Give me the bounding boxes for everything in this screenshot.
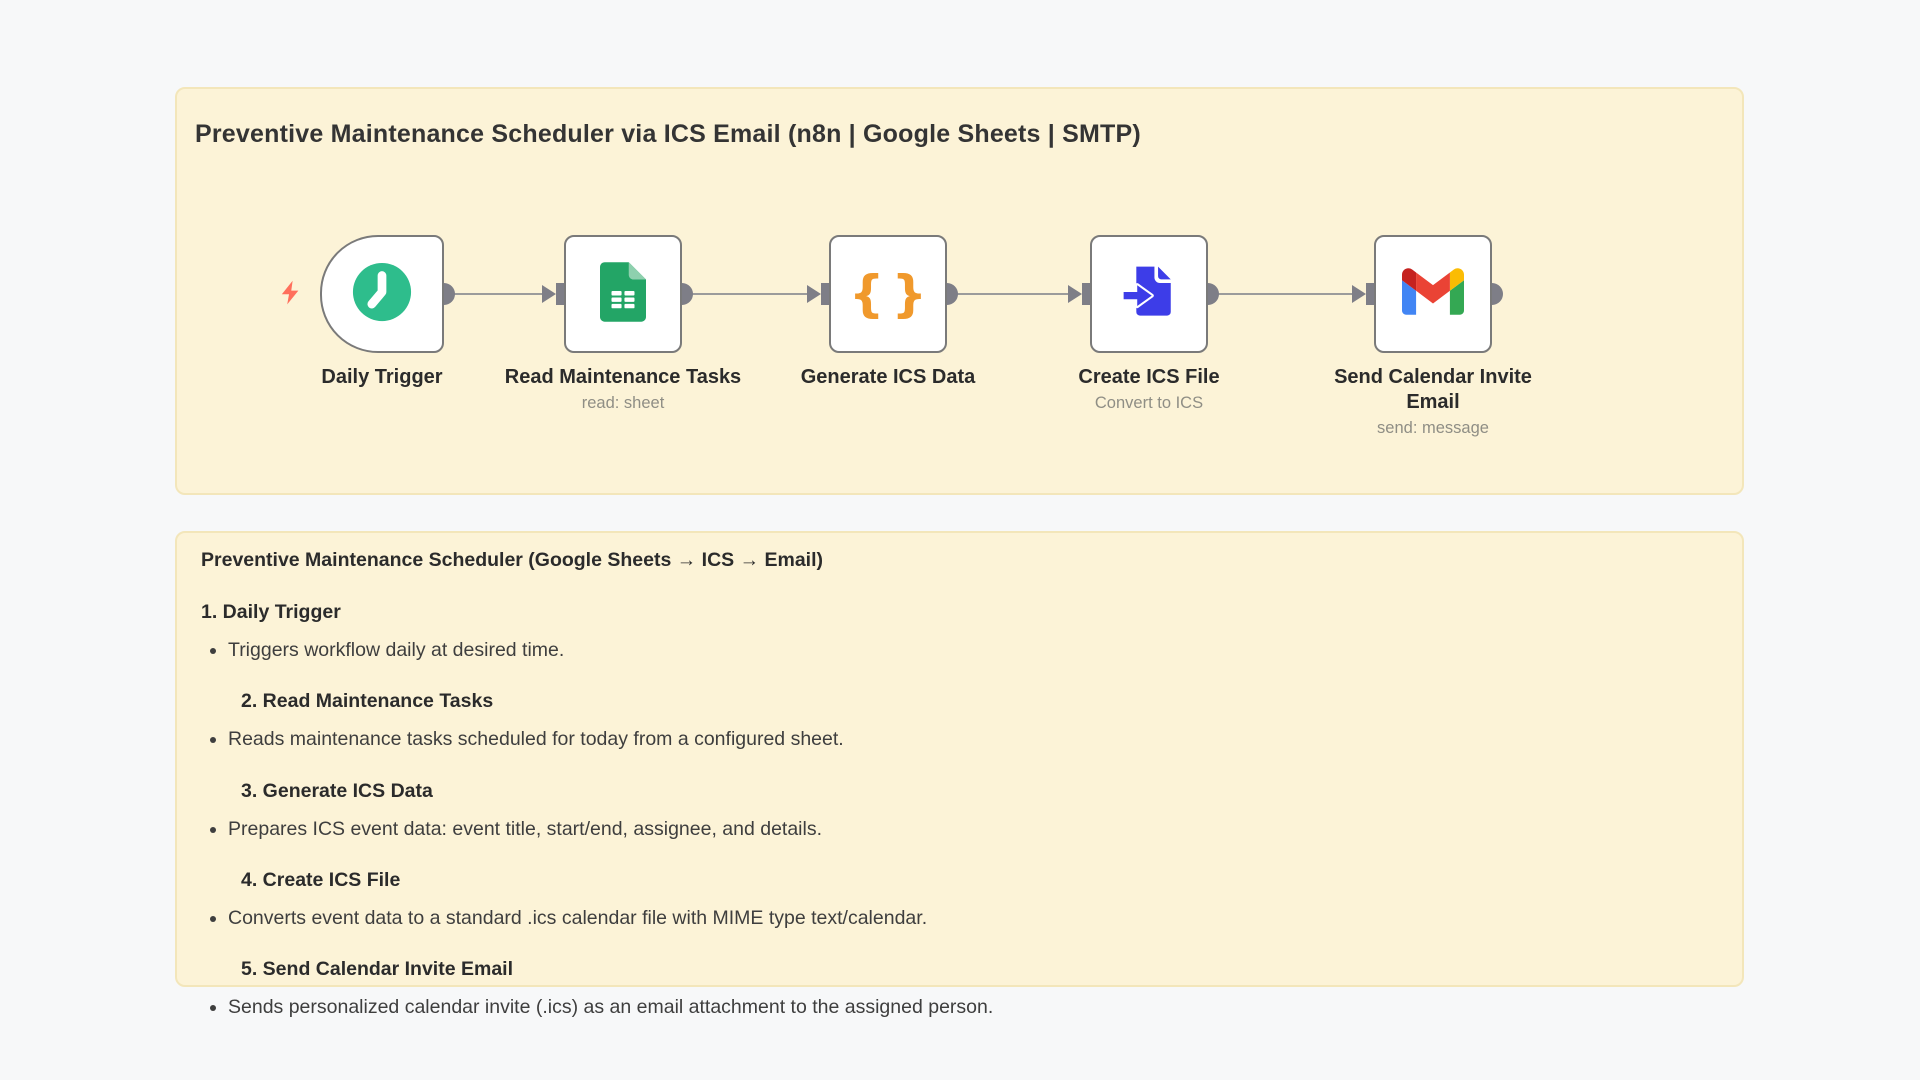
node-box-create-ics-file[interactable] [1090, 235, 1208, 353]
node-sublabel: send: message [1377, 419, 1489, 437]
input-arrow-icon [1068, 285, 1082, 303]
section-heading-4: 4. Create ICS File [241, 869, 401, 892]
node-box-send-calendar-invite-email[interactable] [1374, 235, 1492, 353]
description-title: Preventive Maintenance Scheduler (Google… [201, 549, 824, 571]
input-port [1366, 283, 1374, 305]
gmail-icon [1402, 268, 1464, 320]
bullet-item: Sends personalized calendar invite (.ics… [228, 995, 1718, 1020]
node-label: Create ICS File [1078, 366, 1220, 388]
section-list-4: Converts event data to a standard .ics c… [201, 906, 1718, 931]
section-list-1: Triggers workflow daily at desired time. [201, 638, 1718, 663]
node-generate-ics-data: {} Generate ICS Data [763, 235, 1013, 390]
section-heading-2: 2. Read Maintenance Tasks [241, 690, 494, 713]
input-port [821, 283, 829, 305]
connection-line [947, 292, 1068, 295]
input-arrow-icon [1352, 285, 1366, 303]
node-create-ics-file: Create ICS File Convert to ICS [1024, 235, 1274, 413]
section-list-2: Reads maintenance tasks scheduled for to… [201, 727, 1718, 752]
section-list-5: Sends personalized calendar invite (.ics… [201, 995, 1718, 1020]
section-heading-5: 5. Send Calendar Invite Email [241, 958, 514, 981]
workflow-title: Preventive Maintenance Scheduler via ICS… [195, 119, 1141, 148]
input-arrow-icon [542, 285, 556, 303]
node-box-read-maintenance-tasks[interactable] [564, 235, 682, 353]
node-sublabel: read: sheet [581, 394, 665, 412]
section-heading-1: 1. Daily Trigger [201, 601, 341, 623]
node-box-generate-ics-data[interactable]: {} [829, 235, 947, 353]
input-port [556, 283, 564, 305]
node-sublabel: Convert to ICS [1094, 394, 1204, 412]
node-label: Send Calendar Invite Email [1334, 366, 1532, 413]
input-arrow-icon [807, 285, 821, 303]
bullet-item: Reads maintenance tasks scheduled for to… [228, 727, 1718, 752]
bullet-item: Prepares ICS event data: event title, st… [228, 817, 1718, 842]
connection-line [1208, 292, 1352, 295]
node-box-daily-trigger[interactable] [320, 235, 444, 353]
node-daily-trigger: Daily Trigger [257, 235, 507, 390]
connection-line [682, 292, 807, 295]
node-label: Generate ICS Data [800, 366, 976, 388]
workflow-panel: Preventive Maintenance Scheduler via ICS… [175, 87, 1744, 495]
clock-icon [351, 261, 413, 328]
google-sheets-icon [600, 261, 646, 327]
node-label: Daily Trigger [321, 366, 443, 388]
connection-line [444, 292, 542, 295]
code-braces-icon: {} [848, 265, 935, 323]
bullet-item: Triggers workflow daily at desired time. [228, 638, 1718, 663]
input-port [1082, 283, 1090, 305]
node-label: Read Maintenance Tasks [504, 366, 742, 388]
section-list-3: Prepares ICS event data: event title, st… [201, 817, 1718, 842]
trigger-bolt-icon [278, 279, 305, 311]
section-heading-3: 3. Generate ICS Data [241, 779, 433, 802]
bullet-item: Converts event data to a standard .ics c… [228, 906, 1718, 931]
file-convert-icon [1120, 263, 1178, 326]
description-panel: Preventive Maintenance Scheduler (Google… [175, 531, 1744, 1018]
node-read-maintenance-tasks: Read Maintenance Tasks read: sheet [498, 235, 748, 413]
node-send-calendar-invite-email: Send Calendar Invite Email send: message [1323, 235, 1543, 438]
